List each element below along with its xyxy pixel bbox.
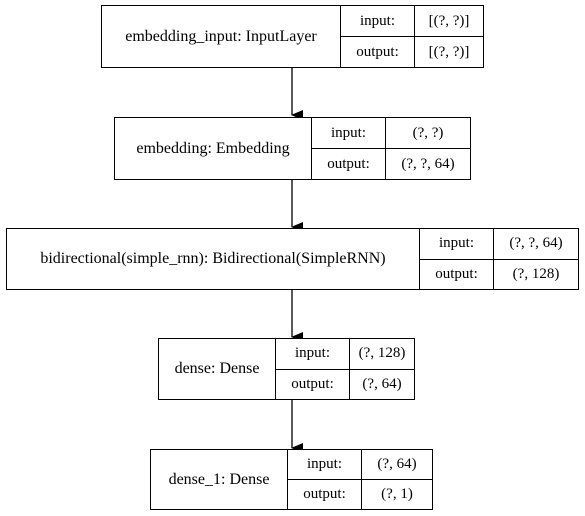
output-shape: (?, 1) — [381, 486, 413, 502]
input-shape: (?, ?) — [412, 124, 444, 141]
input-shape: (?, 128) — [358, 345, 406, 362]
input-label: input: — [312, 118, 386, 148]
input-label: input: — [420, 229, 494, 259]
output-label: output: — [288, 480, 362, 509]
layer-name: dense: Dense — [159, 339, 276, 399]
input-label: input: — [276, 339, 350, 369]
layer-node-bidirectional: bidirectional(simple_rnn): Bidirectional… — [6, 228, 579, 290]
layer-node-dense: dense: Dense input: (?, 128) output: (?,… — [158, 338, 415, 400]
output-shape: [(?, ?)] — [428, 43, 470, 60]
input-label: input: — [288, 450, 362, 479]
layer-node-dense-1: dense_1: Dense input: (?, 64) output: (?… — [150, 449, 433, 510]
layer-name: embedding: Embedding — [115, 118, 312, 179]
output-label: output: — [420, 259, 494, 289]
output-label: output: — [312, 149, 386, 179]
output-shape: (?, 128) — [512, 265, 560, 282]
output-label: output: — [276, 369, 350, 399]
output-shape: (?, 64) — [362, 375, 402, 392]
input-shape: [(?, ?)] — [428, 12, 470, 29]
layer-node-embedding-input: embedding_input: InputLayer input: [(?, … — [101, 5, 484, 68]
input-label: input: — [341, 6, 415, 36]
input-shape: (?, 64) — [377, 456, 417, 472]
output-label: output: — [341, 37, 415, 67]
input-shape: (?, ?, 64) — [509, 235, 563, 252]
layer-name: dense_1: Dense — [151, 450, 288, 509]
layer-name: embedding_input: InputLayer — [102, 6, 341, 67]
output-shape: (?, ?, 64) — [401, 155, 455, 172]
layer-name: bidirectional(simple_rnn): Bidirectional… — [7, 229, 420, 289]
layer-node-embedding: embedding: Embedding input: (?, ?) outpu… — [114, 117, 471, 180]
